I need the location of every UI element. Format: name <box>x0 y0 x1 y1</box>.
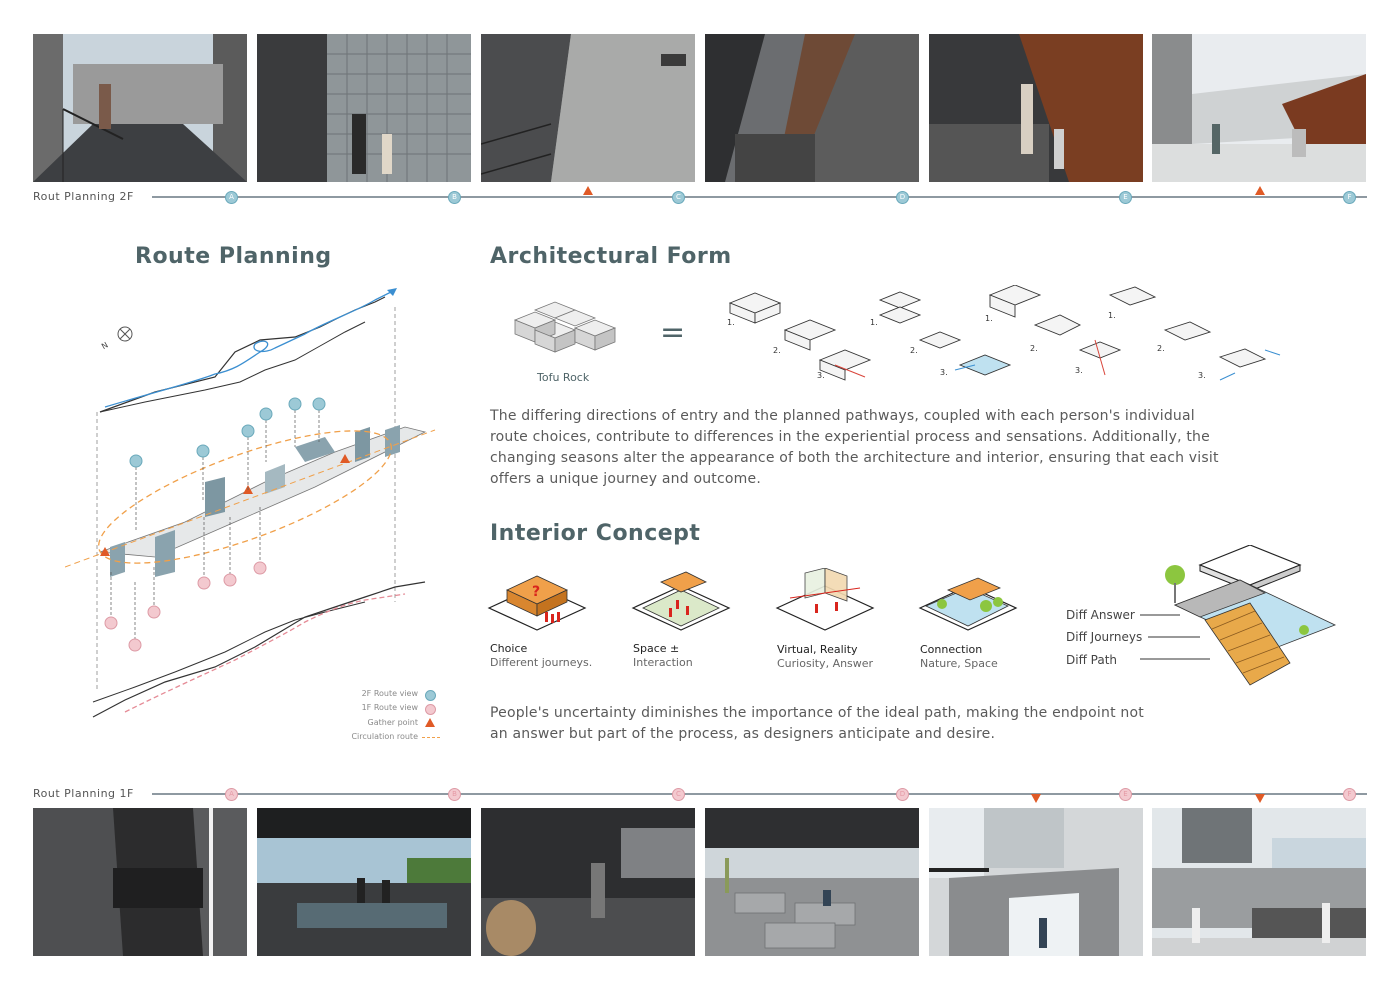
diff-journeys-label: Diff Journeys <box>1066 630 1143 644</box>
choice-icon: ? <box>487 575 587 631</box>
diff-answer-label: Diff Answer <box>1066 608 1135 622</box>
concept-choice-subtitle: Different journeys. <box>490 656 593 669</box>
interior-concept-paragraph: People's uncertainty diminishes the impo… <box>490 705 1144 742</box>
interior-concept-title: Interior Concept <box>490 521 701 546</box>
legend-gather-point-icon <box>425 718 435 727</box>
plan-1f-outline <box>92 581 426 718</box>
photo-2f-f <box>1152 34 1366 182</box>
legend-1f-route-view-icon <box>425 704 436 715</box>
form-step-3: 3. <box>817 371 825 380</box>
circulation-route <box>97 430 393 564</box>
form-step-2: 2. <box>1030 344 1038 353</box>
photo-1f-f <box>1152 808 1366 956</box>
gather-point-icon <box>1031 794 1041 803</box>
concept-virtual-title: Virtual, Reality <box>777 643 858 656</box>
form-step-1: 1. <box>870 318 878 327</box>
strip-label-1f: Rout Planning 1F <box>33 787 134 800</box>
form-step-3: 3. <box>1075 366 1083 375</box>
form-step-2: 2. <box>773 346 781 355</box>
marker-2f-f: F <box>1343 191 1356 204</box>
plan-2f-outline <box>99 296 386 413</box>
photo-2f-b <box>257 34 471 182</box>
gather-point-icon <box>340 454 350 463</box>
marker-2f-d: D <box>896 191 909 204</box>
timeline-2f <box>152 196 1367 198</box>
photo-2f-c <box>481 34 695 182</box>
route-1f-path <box>124 593 406 713</box>
compass-north-label: N <box>100 340 110 351</box>
top-photo-strip: Rout Planning 2F A B C D E F <box>0 34 1400 214</box>
marker-1f-c: C <box>672 788 685 801</box>
concept-space-title: Space ± <box>633 642 680 655</box>
marker-1f-b: B <box>448 788 461 801</box>
legend-circulation-route-icon <box>422 737 440 738</box>
marker-1f-f: F <box>1343 788 1356 801</box>
form-step-3: 3. <box>940 368 948 377</box>
gather-point-icon <box>583 186 593 195</box>
form-step-2: 2. <box>1157 344 1165 353</box>
route-markers-1f <box>104 561 267 652</box>
photo-1f-d <box>705 808 919 956</box>
concept-connection-title: Connection <box>920 643 983 656</box>
photo-2f-a <box>33 34 247 182</box>
architectural-form-paragraph: The differing directions of entry and th… <box>490 408 1219 487</box>
concept-virtual-subtitle: Curiosity, Answer <box>777 657 874 670</box>
route-planning-diagram: N <box>65 288 436 718</box>
marker-1f-d: D <box>896 788 909 801</box>
photo-1f-e <box>929 808 1143 956</box>
photo-2f-e <box>929 34 1143 182</box>
route-markers-2f <box>129 397 326 468</box>
legend-gather-point: Gather point <box>367 718 418 727</box>
virtual-reality-icon <box>775 568 875 631</box>
concept-connection-subtitle: Nature, Space <box>920 657 998 670</box>
photo-1f-c <box>481 808 695 956</box>
bottom-photo-strip: Rout Planning 1F A B C D E F <box>0 786 1400 961</box>
legend-circulation-route: Circulation route <box>351 732 418 741</box>
form-step-2: 2. <box>910 346 918 355</box>
form-step-3: 3. <box>1198 371 1206 380</box>
equals-sign: = <box>660 315 686 350</box>
concept-space-subtitle: Interaction <box>633 656 693 669</box>
route-2f-path <box>104 289 396 408</box>
interior-axonometric-diagram <box>1140 545 1337 686</box>
compass-icon <box>117 326 133 342</box>
legend-2f-route-view-icon <box>425 690 436 701</box>
marker-1f-e: E <box>1119 788 1132 801</box>
space-interaction-icon <box>631 571 731 631</box>
tofu-rock-label: Tofu Rock <box>537 371 590 384</box>
photo-1f-a <box>33 808 247 956</box>
strip-label-2f: Rout Planning 2F <box>33 190 134 203</box>
form-sequence-diagrams: 1. 2. 3. 1. 2. 3. 1. 2. 3. 1. 2. 3. <box>727 285 1281 381</box>
gather-point-icon <box>100 547 110 556</box>
route-planning-title: Route Planning <box>135 244 332 269</box>
form-step-1: 1. <box>727 318 735 327</box>
photo-1f-b <box>257 808 471 956</box>
photo-2f-d <box>705 34 919 182</box>
tofu-rock-icon <box>513 301 617 353</box>
marker-1f-a: A <box>225 788 238 801</box>
legend-1f-route-view: 1F Route view <box>361 703 418 712</box>
connection-icon <box>918 577 1018 631</box>
marker-2f-e: E <box>1119 191 1132 204</box>
marker-2f-c: C <box>672 191 685 204</box>
gather-point-icon <box>1255 794 1265 803</box>
gather-point-icon <box>1255 186 1265 195</box>
form-step-1: 1. <box>985 314 993 323</box>
form-step-1: 1. <box>1108 311 1116 320</box>
architectural-form-title: Architectural Form <box>490 244 732 269</box>
marker-2f-b: B <box>448 191 461 204</box>
legend-2f-route-view: 2F Route view <box>361 689 418 698</box>
timeline-1f <box>152 793 1367 795</box>
massing-slab <box>99 426 427 558</box>
concept-choice-title: Choice <box>490 642 528 655</box>
marker-2f-a: A <box>225 191 238 204</box>
diff-path-label: Diff Path <box>1066 653 1118 667</box>
question-mark: ? <box>532 584 540 600</box>
